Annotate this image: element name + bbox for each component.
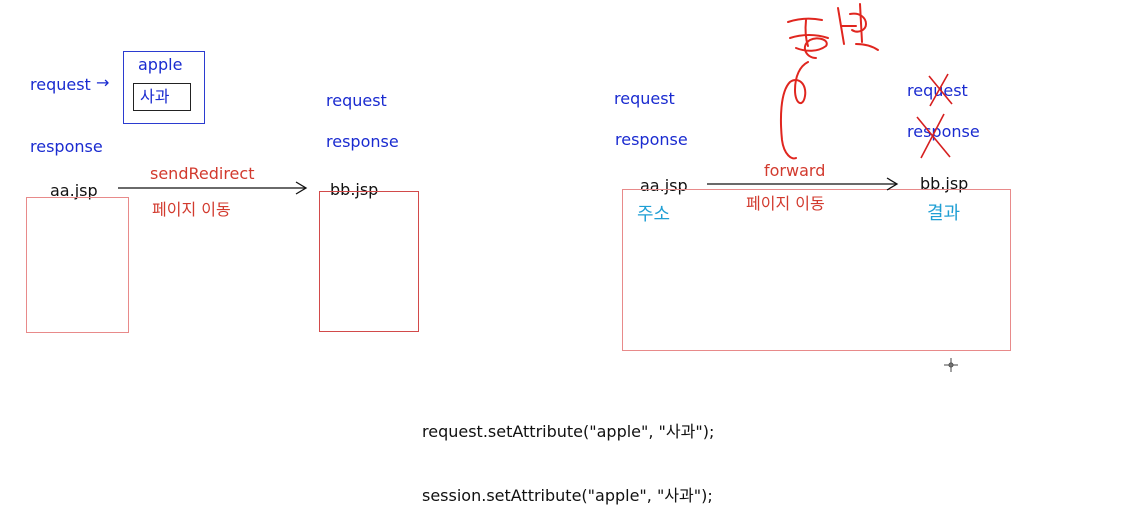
right-source-page: aa.jsp — [640, 176, 688, 195]
right-response-label: response — [615, 130, 688, 149]
request-set-attribute-code: request.setAttribute("apple", "사과"); — [422, 422, 715, 441]
attribute-name: apple — [138, 55, 183, 74]
right-request-label: request — [614, 89, 675, 108]
left-request-label: request — [30, 75, 91, 94]
forward-arrow — [707, 177, 899, 191]
handwritten-note-icon — [780, 3, 879, 160]
attribute-value-box — [133, 83, 191, 111]
left-response-label: response — [30, 137, 103, 156]
left-bb-jsp-box — [319, 191, 419, 332]
request-attribute-box — [123, 51, 205, 124]
send-redirect-arrow — [118, 181, 308, 195]
left-source-page: aa.jsp — [50, 181, 98, 200]
strike-request-mark — [928, 73, 953, 107]
left-target-request-label: request — [326, 91, 387, 110]
address-label: 주소 — [637, 204, 671, 225]
right-target-page: bb.jsp — [920, 174, 969, 193]
strike-response-mark — [916, 113, 951, 159]
left-page-move-caption: 페이지 이동 — [152, 200, 231, 219]
forward-label: forward — [764, 161, 826, 180]
forward-scope-box — [622, 189, 1011, 351]
request-arrow-icon: → — [96, 73, 110, 92]
left-target-page: bb.jsp — [330, 180, 379, 199]
result-label: 결과 — [927, 203, 961, 224]
right-target-request-label: request — [907, 81, 968, 100]
session-set-attribute-code: session.setAttribute("apple", "사과"); — [422, 486, 713, 505]
aa-jsp-box — [26, 197, 129, 333]
right-page-move-caption: 페이지 이동 — [746, 194, 825, 213]
attribute-value: 사과 — [140, 87, 170, 106]
send-redirect-label: sendRedirect — [150, 164, 255, 183]
left-target-response-label: response — [326, 132, 399, 151]
cursor-crosshair-icon — [944, 358, 958, 372]
